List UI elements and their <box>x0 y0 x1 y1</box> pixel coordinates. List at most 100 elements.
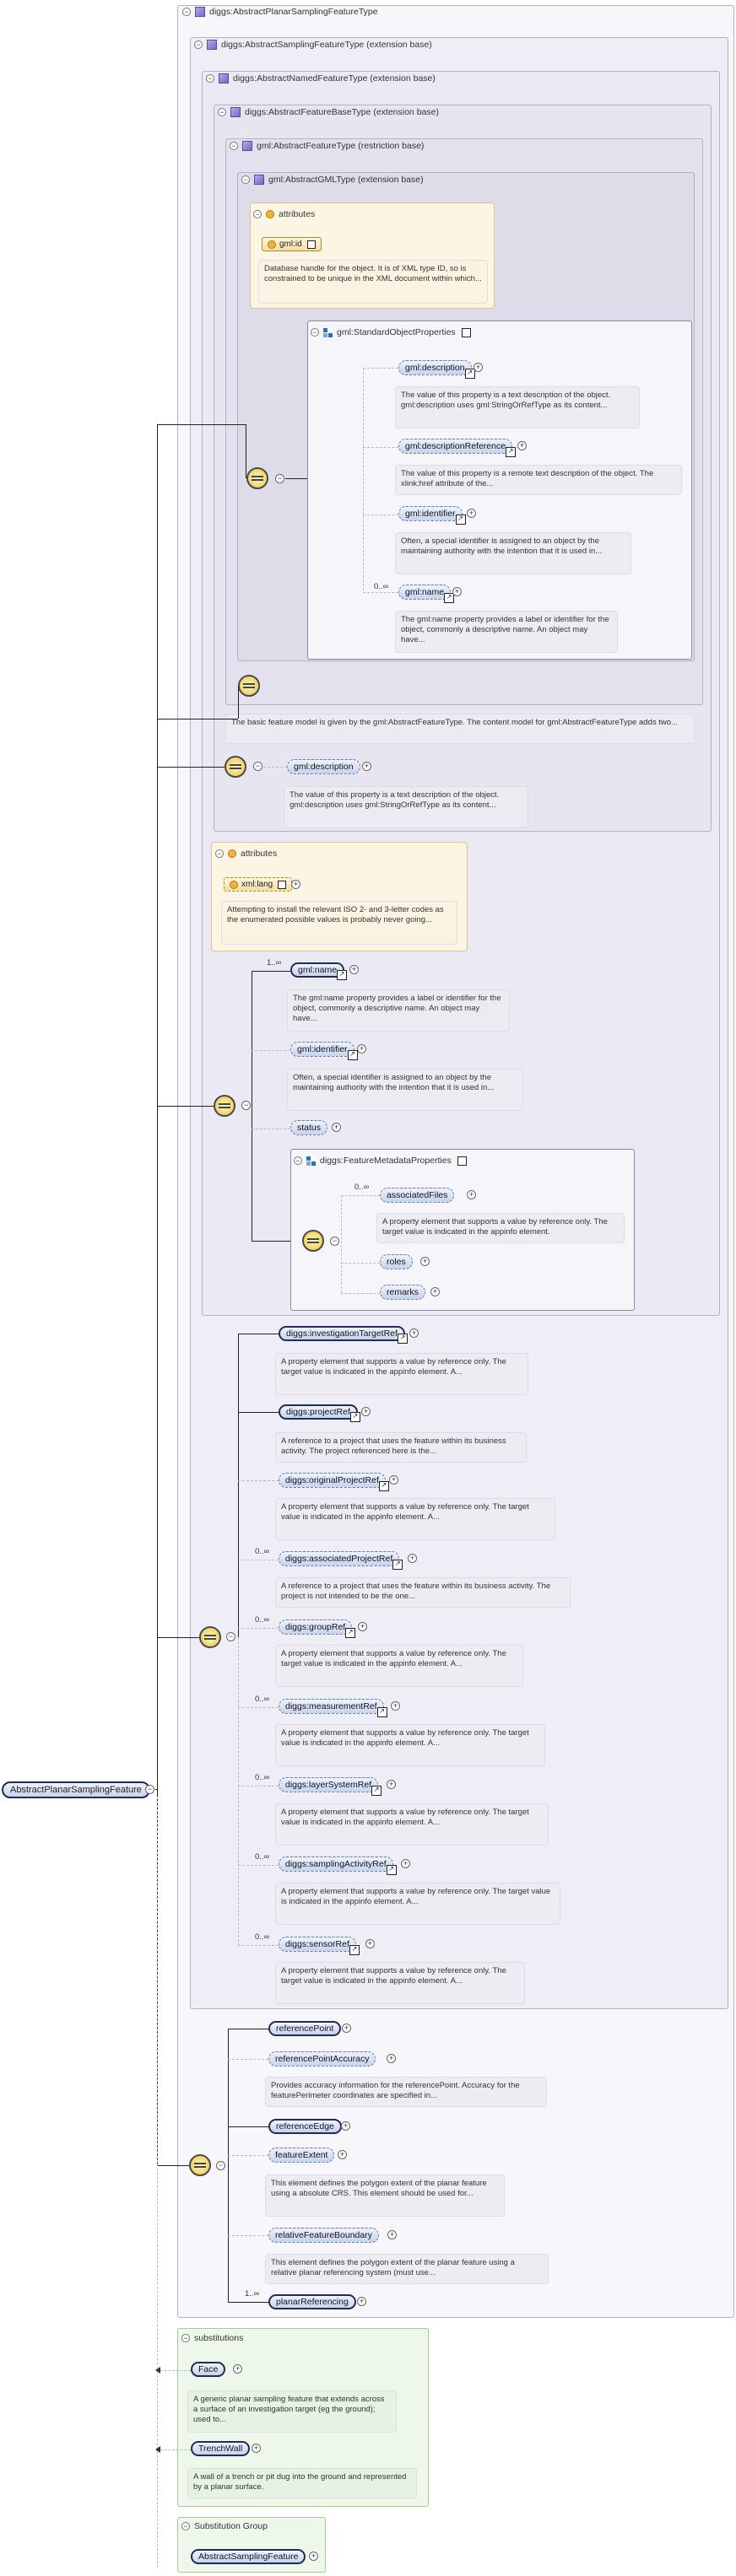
expand-toggle[interactable]: + <box>357 2297 366 2306</box>
group-header: − gml:StandardObjectProperties <box>311 327 471 337</box>
element-abstract-sampling-feature[interactable]: AbstractSamplingFeature <box>191 2549 306 2564</box>
element-reference-point[interactable]: referencePoint <box>268 2021 342 2036</box>
element-doc: This element defines the polygon extent … <box>265 2254 549 2284</box>
element-relative-feature-boundary[interactable]: relativeFeatureBoundary <box>268 2228 379 2243</box>
complex-type-icon <box>195 7 205 17</box>
element-gml-name[interactable]: gml:name↗ <box>398 585 455 603</box>
expand-toggle[interactable]: + <box>309 2552 318 2561</box>
element-base-description[interactable]: gml:description <box>287 759 360 774</box>
expand-toggle[interactable]: + <box>338 2150 347 2159</box>
expand-toggle[interactable]: + <box>467 509 476 518</box>
expand-toggle[interactable]: + <box>430 1287 440 1296</box>
element-roles[interactable]: roles <box>380 1254 413 1269</box>
connector <box>341 1195 342 1293</box>
collapse-toggle[interactable]: − <box>218 108 226 116</box>
collapse-toggle[interactable]: − <box>181 2522 190 2530</box>
expand-toggle[interactable]: + <box>391 1701 400 1711</box>
connector <box>228 2059 268 2060</box>
reference-icon: ↗ <box>376 1707 387 1717</box>
collapse-toggle[interactable]: − <box>241 175 250 184</box>
element-planar-referencing[interactable]: planarReferencing <box>268 2294 356 2309</box>
collapse-toggle[interactable]: − <box>330 1237 339 1246</box>
sequence-compositor[interactable] <box>214 1095 235 1117</box>
element-original-project-ref[interactable]: diggs:originalProjectRef↗ <box>279 1473 389 1491</box>
element-remarks[interactable]: remarks <box>380 1285 425 1300</box>
collapse-toggle[interactable]: − <box>253 210 262 218</box>
expand-toggle[interactable]: + <box>452 587 462 596</box>
collapse-toggle[interactable]: − <box>253 762 262 771</box>
expand-toggle[interactable]: + <box>361 1407 371 1416</box>
element-status[interactable]: status <box>290 1120 328 1135</box>
element-trench-wall[interactable]: TrenchWall <box>191 2441 251 2456</box>
root-element[interactable]: AbstractPlanarSamplingFeature <box>2 1781 150 1798</box>
expand-toggle[interactable]: + <box>341 2121 350 2131</box>
expand-toggle[interactable]: + <box>233 2364 242 2374</box>
element-investigation-target-ref[interactable]: diggs:investigationTargetRef↗ <box>279 1326 408 1344</box>
expand-toggle[interactable]: + <box>420 1257 430 1266</box>
sequence-compositor[interactable] <box>246 467 268 489</box>
collapse-toggle[interactable]: − <box>181 2334 190 2342</box>
type-header-feature-base: − diggs:AbstractFeatureBaseType (extensi… <box>218 107 439 117</box>
element-gml-name[interactable]: gml:name↗ <box>290 962 348 980</box>
element-gml-identifier[interactable]: gml:identifier↗ <box>398 506 466 525</box>
expand-toggle[interactable]: + <box>357 1044 366 1054</box>
expand-toggle[interactable]: + <box>517 441 527 450</box>
collapse-toggle[interactable]: − <box>294 1156 302 1165</box>
connector <box>157 1797 158 2568</box>
collapse-toggle[interactable]: − <box>194 40 203 49</box>
element-project-ref[interactable]: diggs:projectRef↗ <box>279 1404 360 1422</box>
element-group-ref[interactable]: diggs:groupRef↗ <box>279 1619 356 1638</box>
element-face[interactable]: Face <box>191 2362 226 2377</box>
sequence-compositor[interactable] <box>199 1626 221 1648</box>
element-feature-extent[interactable]: featureExtent <box>268 2148 335 2163</box>
element-gml-description-reference[interactable]: gml:descriptionReference↗ <box>398 439 517 457</box>
element-doc: A property element that supports a value… <box>275 1645 523 1687</box>
collapse-toggle[interactable]: − <box>215 849 224 858</box>
expand-toggle[interactable]: + <box>387 1780 396 1789</box>
expand-toggle[interactable]: + <box>409 1328 419 1338</box>
attribute-gml-id[interactable]: gml:id <box>262 237 322 251</box>
collapse-toggle[interactable]: − <box>241 1101 251 1110</box>
expand-toggle[interactable]: + <box>387 2054 396 2063</box>
collapse-toggle[interactable]: − <box>226 1632 235 1641</box>
collapse-toggle[interactable]: − <box>182 8 191 16</box>
collapse-toggle[interactable]: − <box>145 1785 154 1794</box>
expand-toggle[interactable]: + <box>467 1190 476 1199</box>
collapse-toggle[interactable]: − <box>275 474 284 483</box>
expand-toggle[interactable]: + <box>474 363 483 372</box>
sequence-compositor[interactable] <box>238 675 260 697</box>
element-reference-point-accuracy[interactable]: referencePointAccuracy <box>268 2051 376 2067</box>
expand-toggle[interactable]: + <box>358 1622 367 1631</box>
expand-toggle[interactable]: + <box>291 880 300 889</box>
expand-toggle[interactable]: + <box>408 1554 417 1563</box>
element-layer-system-ref[interactable]: diggs:layerSystemRef↗ <box>279 1777 382 1796</box>
collapse-toggle[interactable]: − <box>216 2161 225 2170</box>
connector <box>252 1241 302 1242</box>
element-sensor-ref[interactable]: diggs:sensorRef↗ <box>279 1937 360 1955</box>
expand-toggle[interactable]: + <box>349 965 359 974</box>
element-reference-edge[interactable]: referenceEdge <box>268 2119 342 2134</box>
attribute-xml-lang[interactable]: xml:lang <box>224 877 293 892</box>
element-sampling-activity-ref[interactable]: diggs:samplingActivityRef↗ <box>279 1857 397 1875</box>
sequence-compositor[interactable] <box>225 756 246 778</box>
element-associated-project-ref[interactable]: diggs:associatedProjectRef↗ <box>279 1551 403 1570</box>
expand-toggle[interactable]: + <box>389 1475 398 1485</box>
sequence-compositor[interactable] <box>189 2154 211 2176</box>
collapse-toggle[interactable]: − <box>230 142 238 150</box>
collapse-toggle[interactable]: − <box>206 74 214 83</box>
expand-toggle[interactable]: + <box>332 1123 341 1132</box>
element-gml-identifier[interactable]: gml:identifier↗ <box>290 1042 358 1060</box>
element-associated-files[interactable]: associatedFiles <box>380 1188 455 1203</box>
element-gml-description[interactable]: gml:description↗ <box>398 360 475 379</box>
expand-toggle[interactable]: + <box>362 762 371 771</box>
expand-toggle[interactable]: + <box>342 2024 351 2033</box>
collapse-toggle[interactable]: − <box>311 328 319 337</box>
element-measurement-ref[interactable]: diggs:measurementRef↗ <box>279 1699 387 1717</box>
expand-toggle[interactable]: + <box>401 1859 410 1868</box>
expand-toggle[interactable]: + <box>252 2444 261 2453</box>
sequence-compositor[interactable] <box>302 1230 324 1252</box>
expand-toggle[interactable]: + <box>387 2230 397 2239</box>
expand-toggle[interactable]: + <box>365 1939 375 1948</box>
cardinality: 1..∞ <box>245 2289 260 2298</box>
attribute-doc: Attempting to install the relevant ISO 2… <box>221 901 457 945</box>
